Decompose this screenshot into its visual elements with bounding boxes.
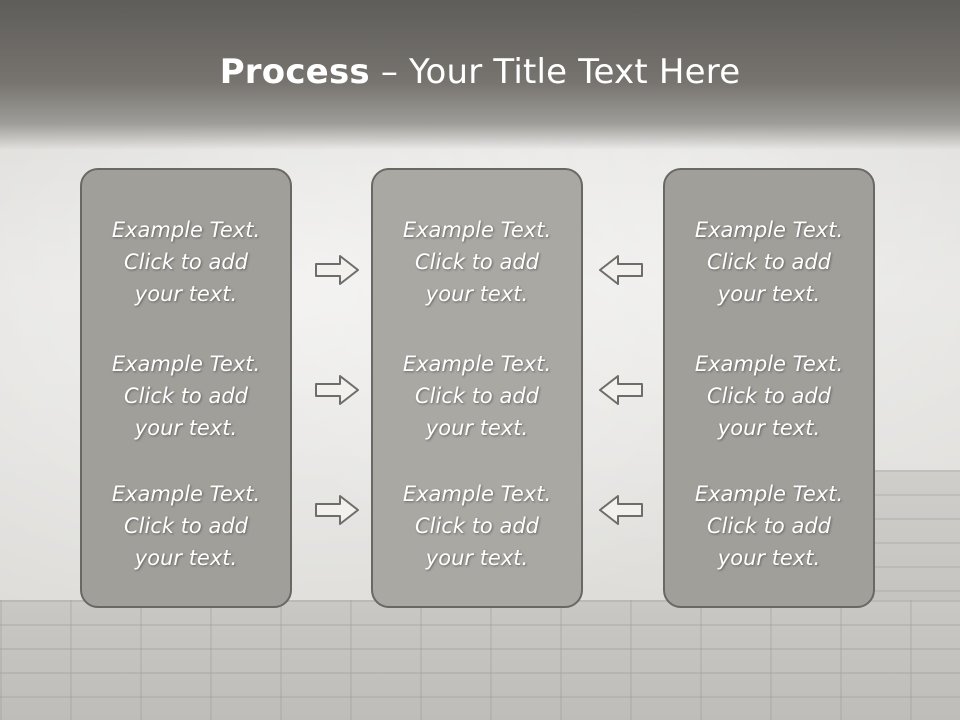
text-line: Click to add bbox=[123, 250, 248, 274]
text-line: your text. bbox=[717, 416, 821, 440]
arrow-left-icon bbox=[599, 255, 643, 285]
slide-title[interactable]: Process – Your Title Text Here bbox=[0, 52, 960, 92]
text-placeholder[interactable]: Example Text. Click to add your text. bbox=[373, 348, 581, 444]
text-line: Example Text. bbox=[694, 482, 844, 506]
header-band bbox=[0, 0, 960, 150]
text-placeholder[interactable]: Example Text. Click to add your text. bbox=[82, 214, 290, 310]
text-line: Click to add bbox=[414, 514, 539, 538]
text-line: Click to add bbox=[706, 250, 831, 274]
text-line: Example Text. bbox=[694, 218, 844, 242]
arrow-left-icon bbox=[599, 495, 643, 525]
process-column-middle[interactable]: Example Text. Click to add your text. Ex… bbox=[371, 168, 583, 608]
text-line: Click to add bbox=[706, 514, 831, 538]
text-line: Click to add bbox=[706, 384, 831, 408]
text-line: your text. bbox=[425, 416, 529, 440]
text-placeholder[interactable]: Example Text. Click to add your text. bbox=[665, 478, 873, 574]
title-bold: Process bbox=[219, 52, 370, 92]
text-line: Click to add bbox=[123, 384, 248, 408]
arrow-left-icon bbox=[599, 375, 643, 405]
process-column-left[interactable]: Example Text. Click to add your text. Ex… bbox=[80, 168, 292, 608]
arrow-right-icon bbox=[315, 255, 359, 285]
text-line: Example Text. bbox=[111, 218, 261, 242]
text-placeholder[interactable]: Example Text. Click to add your text. bbox=[665, 348, 873, 444]
text-placeholder[interactable]: Example Text. Click to add your text. bbox=[373, 214, 581, 310]
text-line: Click to add bbox=[123, 514, 248, 538]
text-line: Click to add bbox=[414, 250, 539, 274]
text-line: Example Text. bbox=[111, 352, 261, 376]
text-line: your text. bbox=[425, 546, 529, 570]
brick-background-bottom bbox=[0, 600, 960, 720]
brick-background-right bbox=[860, 470, 960, 610]
text-line: your text. bbox=[425, 282, 529, 306]
text-line: your text. bbox=[134, 416, 238, 440]
arrow-right-icon bbox=[315, 495, 359, 525]
text-placeholder[interactable]: Example Text. Click to add your text. bbox=[373, 478, 581, 574]
arrow-right-icon bbox=[315, 375, 359, 405]
text-line: Click to add bbox=[414, 384, 539, 408]
text-placeholder[interactable]: Example Text. Click to add your text. bbox=[82, 478, 290, 574]
text-placeholder[interactable]: Example Text. Click to add your text. bbox=[665, 214, 873, 310]
text-line: Example Text. bbox=[402, 218, 552, 242]
text-line: Example Text. bbox=[694, 352, 844, 376]
text-placeholder[interactable]: Example Text. Click to add your text. bbox=[82, 348, 290, 444]
text-line: Example Text. bbox=[111, 482, 261, 506]
text-line: your text. bbox=[717, 282, 821, 306]
title-rest: – Your Title Text Here bbox=[369, 52, 741, 92]
text-line: your text. bbox=[134, 546, 238, 570]
text-line: your text. bbox=[717, 546, 821, 570]
text-line: your text. bbox=[134, 282, 238, 306]
text-line: Example Text. bbox=[402, 482, 552, 506]
text-line: Example Text. bbox=[402, 352, 552, 376]
process-column-right[interactable]: Example Text. Click to add your text. Ex… bbox=[663, 168, 875, 608]
